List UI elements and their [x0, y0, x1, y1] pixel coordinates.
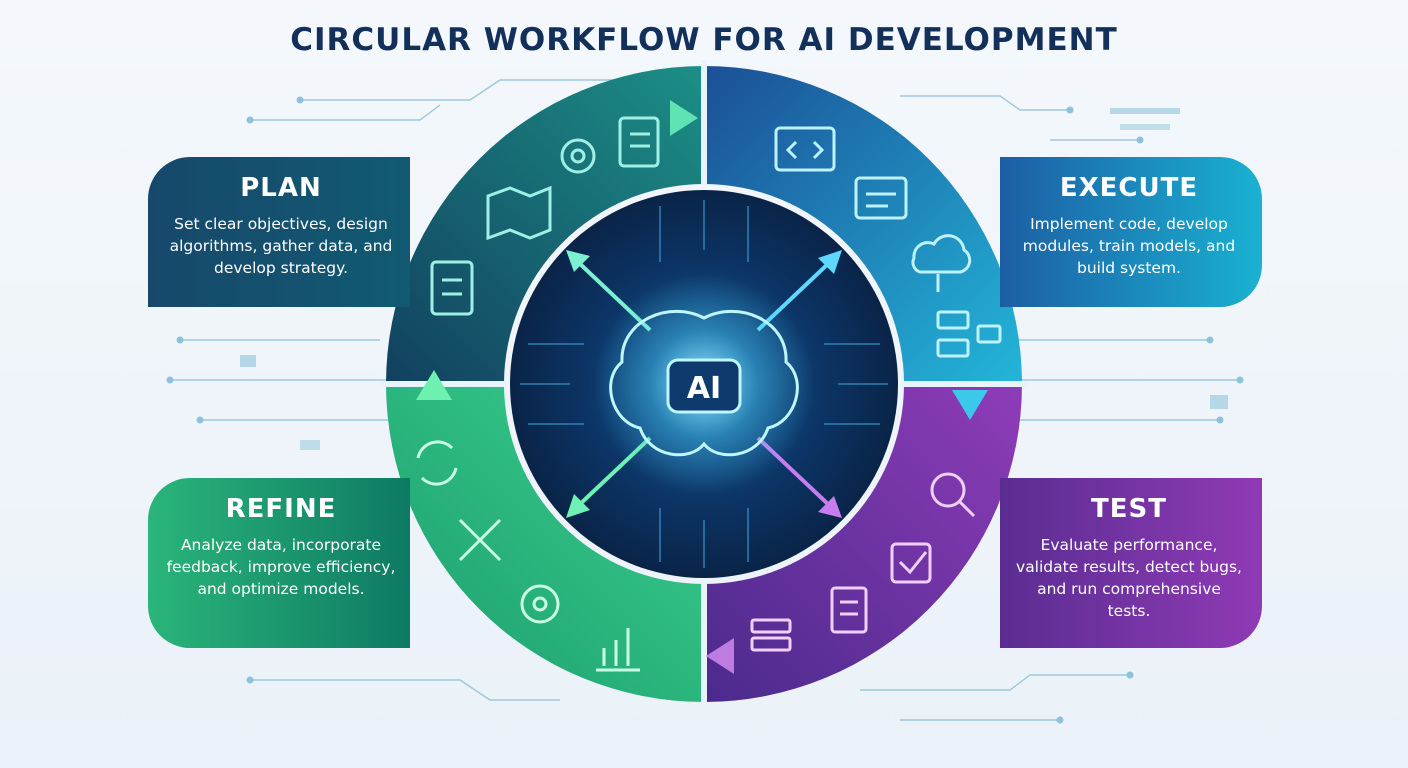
arrow-plan-to-execute	[670, 100, 698, 136]
brain-icon	[609, 309, 799, 457]
test-title: TEST	[1091, 494, 1167, 524]
arrow-test-to-refine	[706, 638, 734, 674]
execute-card: EXECUTE Implement code, develop modules,…	[1000, 157, 1262, 307]
plan-segment	[386, 66, 704, 384]
server-icon	[750, 618, 792, 652]
report-icon	[830, 586, 868, 634]
code-window-icon	[774, 126, 836, 172]
wrench-icon	[458, 518, 502, 562]
cycle-icon	[416, 440, 458, 486]
test-description: Evaluate performance, validate results, …	[1016, 536, 1242, 620]
map-icon	[486, 185, 552, 241]
test-card: TEST Evaluate performance, validate resu…	[1000, 478, 1262, 648]
plan-title: PLAN	[240, 173, 322, 203]
document-window-icon	[854, 176, 908, 220]
cloud-database-icon	[911, 234, 972, 292]
refine-title: REFINE	[225, 494, 337, 524]
arrow-execute-to-test	[952, 390, 988, 420]
page-title: CIRCULAR WORKFLOW FOR AI DEVELOPMENT	[290, 22, 1118, 58]
gear-icon	[560, 138, 596, 174]
magnifier-icon	[930, 472, 976, 518]
execute-description: Implement code, develop modules, train m…	[1022, 215, 1236, 277]
execute-title: EXECUTE	[1059, 173, 1199, 203]
ai-label: AI	[687, 371, 721, 406]
bar-chart-icon	[596, 628, 640, 672]
refine-description: Analyze data, incorporate feedback, impr…	[166, 536, 396, 598]
arrow-refine-to-plan	[416, 370, 452, 400]
checklist-icon	[618, 116, 660, 168]
flowchart-icon	[936, 310, 1002, 358]
refine-card: REFINE Analyze data, incorporate feedbac…	[148, 478, 410, 648]
clipboard-icon	[430, 260, 474, 316]
plan-description: Set clear objectives, design algorithms,…	[169, 215, 393, 277]
execute-segment	[704, 66, 1022, 384]
plan-card: PLAN Set clear objectives, design algori…	[148, 157, 410, 307]
refine-segment	[386, 384, 704, 702]
checkbox-icon	[890, 542, 932, 584]
test-segment	[704, 384, 1022, 702]
target-icon	[520, 584, 560, 624]
